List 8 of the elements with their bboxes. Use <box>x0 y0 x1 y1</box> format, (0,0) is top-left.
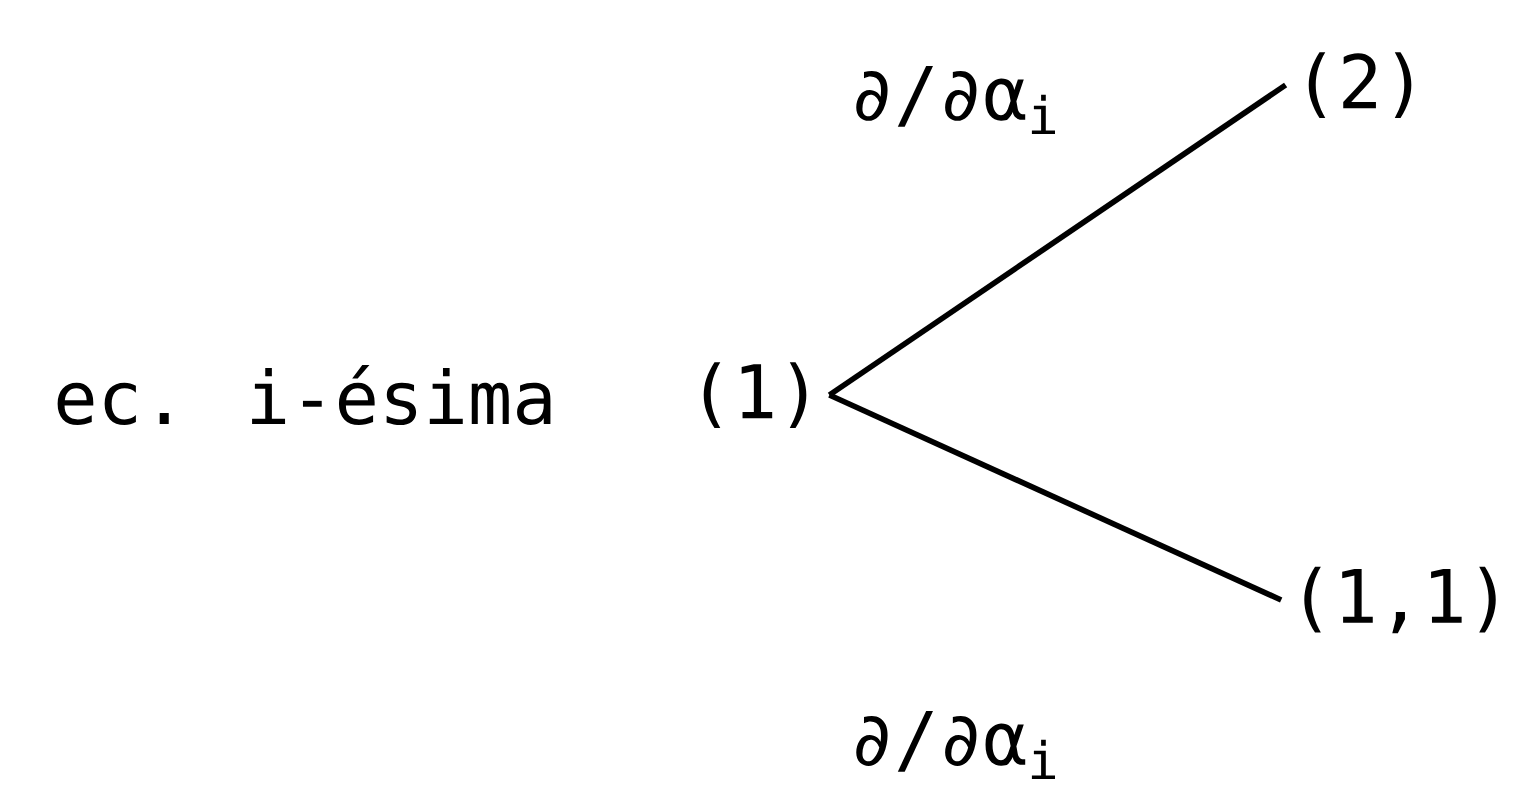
node-label: (1,1) <box>1304 566 1496 634</box>
node-label: (2) <box>1308 52 1412 118</box>
line <box>828 392 1283 603</box>
edge-label: ∂/∂α$_{i}$ <box>856 66 1055 134</box>
node-label: (1) <box>703 362 807 428</box>
line <box>827 82 1288 398</box>
edge-label: ∂/∂α$_{i}$ <box>856 711 1055 779</box>
text-label: ec. i-ésima <box>57 364 551 426</box>
